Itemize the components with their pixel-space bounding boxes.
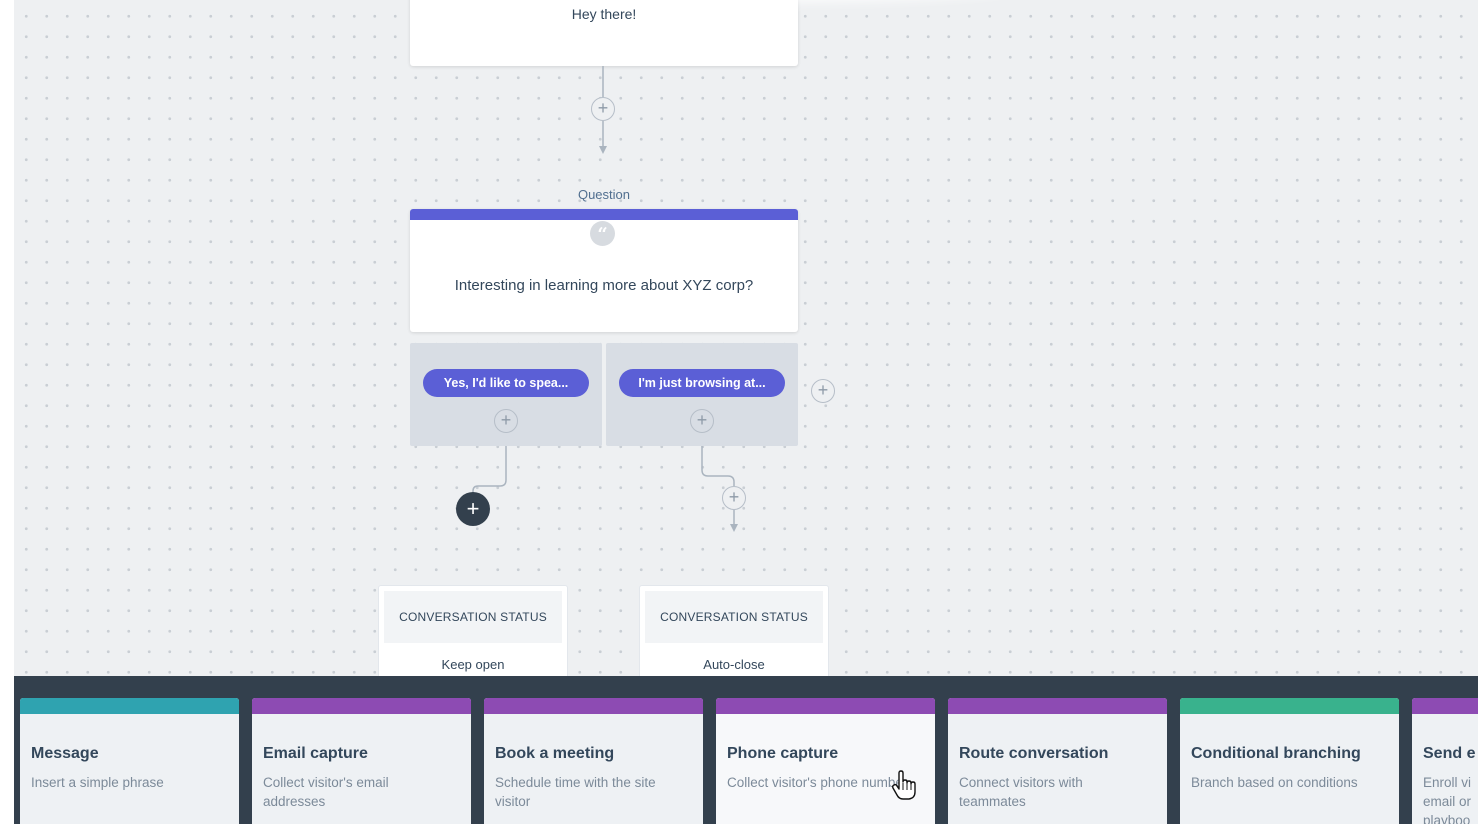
palette-card-title: Book a meeting [495, 745, 615, 762]
palette-stripe [1412, 698, 1478, 714]
palette-card-conditional-branching[interactable]: Conditional branching Branch based on co… [1180, 698, 1399, 824]
palette-stripe [484, 698, 703, 714]
palette-stripe [252, 698, 471, 714]
palette-stripe [948, 698, 1167, 714]
greeting-message-node[interactable]: Hey there! [410, 0, 1010, 66]
palette-card-title: Conditional branching [1191, 745, 1361, 762]
node-highlight [450, 0, 1010, 2]
palette-card-description: Collect visitor's email addresses [263, 775, 389, 809]
hand-pointer-icon [891, 770, 916, 800]
palette-card-message[interactable]: Message Insert a simple phrase + [20, 698, 239, 824]
palette-card-description: Connect visitors with teammates [959, 775, 1083, 809]
palette-card-title: Route conversation [959, 745, 1109, 762]
palette-card-description: Collect visitor's phone number [727, 775, 908, 790]
palette-stripe [1180, 698, 1399, 714]
answer-option-pill[interactable]: Yes, I'd like to spea... [423, 369, 589, 397]
add-step-button[interactable]: + [591, 97, 615, 121]
question-accent-bar [410, 209, 798, 220]
add-step-button-active[interactable]: + [456, 492, 490, 526]
answer-branch[interactable]: Yes, I'd like to spea... + [410, 343, 602, 446]
status-header: CONVERSATION STATUS [384, 591, 562, 643]
palette-card-title: Message [31, 745, 99, 762]
status-value: Auto-close [703, 657, 765, 672]
conversation-status-node[interactable]: CONVERSATION STATUS Auto-close [639, 585, 829, 676]
answer-option-pill[interactable]: I'm just browsing at... [619, 369, 785, 397]
status-header: CONVERSATION STATUS [645, 591, 823, 643]
palette-card-title: Send e [1423, 745, 1476, 762]
quote-icon: “ [590, 221, 615, 246]
palette-card-description: Insert a simple phrase [31, 775, 164, 790]
palette-card-book-meeting[interactable]: Book a meeting Schedule time with the si… [484, 698, 703, 824]
palette-card-description: Enroll vi email or playboo [1423, 775, 1472, 824]
palette-stripe [716, 698, 935, 714]
palette-card-phone-capture[interactable]: Phone capture Collect visitor's phone nu… [716, 698, 935, 824]
add-answer-button[interactable]: + [811, 379, 835, 403]
add-step-button[interactable]: + [722, 486, 746, 510]
palette-card-title: Phone capture [727, 745, 839, 762]
palette-stripe [20, 698, 239, 714]
palette-card-send-email[interactable]: Send e Enroll vi email or playboo + [1412, 698, 1478, 824]
palette-card-route-conversation[interactable]: Route conversation Connect visitors with… [948, 698, 1167, 824]
connector-lines [472, 66, 738, 532]
question-text: Interesting in learning more about XYZ c… [454, 277, 754, 294]
palette-card-email-capture[interactable]: Email capture Collect visitor's email ad… [252, 698, 471, 824]
answer-branch[interactable]: I'm just browsing at... + [606, 343, 798, 446]
question-node[interactable]: “ Interesting in learning more about XYZ… [410, 209, 798, 332]
palette-card-description: Schedule time with the site visitor [495, 775, 656, 809]
action-palette: Message Insert a simple phrase + Email c… [14, 676, 1478, 824]
flow-canvas[interactable]: Hey there! + Question “ Interesting in l… [14, 0, 1478, 676]
conversation-status-node[interactable]: CONVERSATION STATUS Keep open [378, 585, 568, 676]
add-step-button[interactable]: + [690, 409, 714, 433]
palette-card-description: Branch based on conditions [1191, 775, 1358, 790]
add-step-button[interactable]: + [494, 409, 518, 433]
palette-card-title: Email capture [263, 745, 368, 762]
question-node-label: Question [577, 187, 631, 202]
status-value: Keep open [441, 657, 505, 672]
greeting-text: Hey there! [571, 6, 637, 22]
